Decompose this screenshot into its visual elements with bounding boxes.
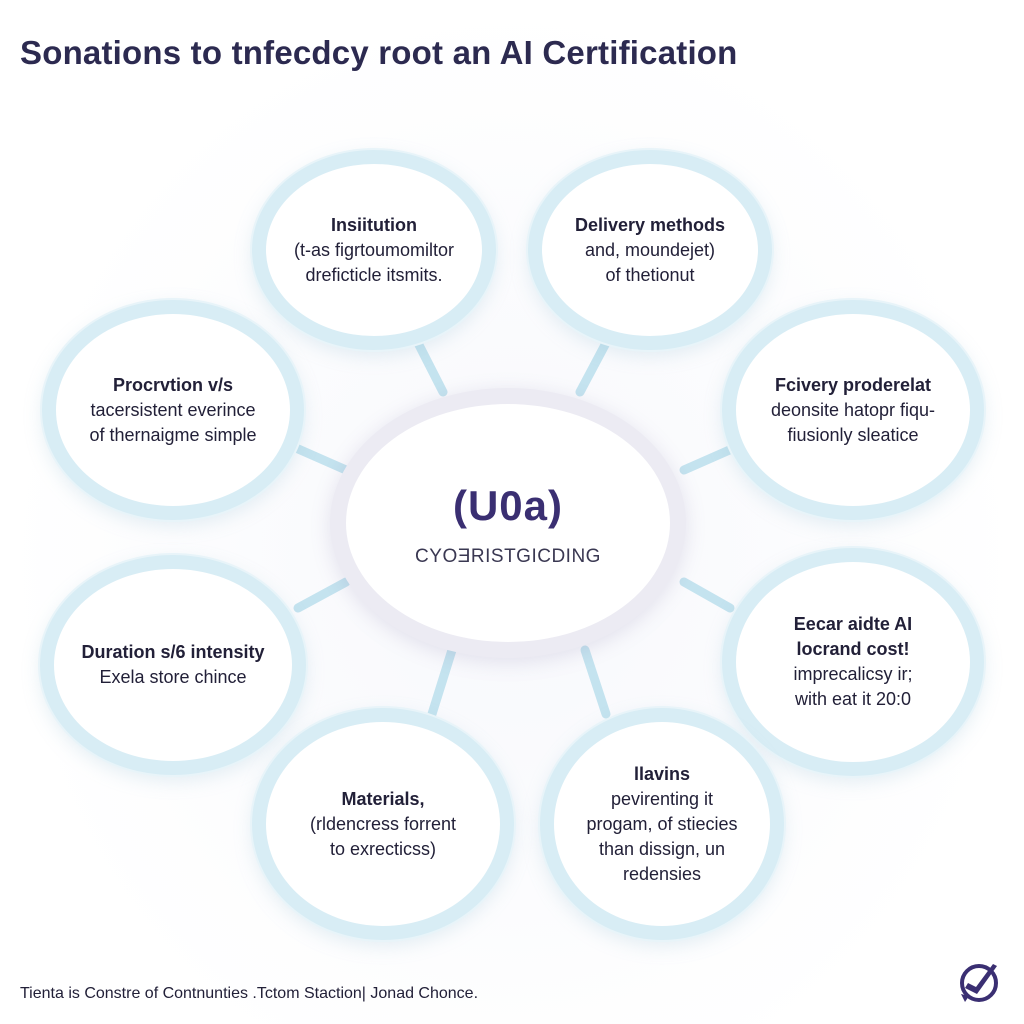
node-body: (t-as figrtoumomiltor dreficticle itsmit… — [293, 239, 455, 285]
node-body: and, moundejet) of thetionut — [584, 239, 716, 285]
diagram-title: Sonations to tnfecdcy root an AI Certifi… — [20, 34, 738, 71]
node-body: imprecalicsy ir; with eat it 20:0 — [793, 664, 913, 709]
node-heading: Delivery methods — [574, 214, 726, 235]
connector-llavins — [580, 645, 611, 719]
node-heading: Duration s/6 intensity — [81, 642, 265, 662]
node-procrvtion: Procrvtion v/s tacersistent everince of … — [42, 300, 304, 520]
connector-eecar — [679, 577, 735, 613]
center-subtitle: CYOƎRISTGICDING — [415, 546, 601, 567]
connector-procrvtion — [291, 443, 351, 475]
node-body: deonsite hatopr fiqu- fiusionly sleatice — [770, 399, 936, 445]
connector-duration — [293, 577, 351, 613]
node-insiitution: Insiitution (t-as figrtoumomiltor drefic… — [252, 150, 496, 350]
connector-insiitution — [413, 338, 448, 397]
node-delivery-methods: Delivery methods and, moundejet) of thet… — [528, 150, 772, 350]
node-heading: Materials, — [341, 788, 425, 809]
connector-materials — [427, 645, 457, 719]
node-heading: llavins — [633, 763, 691, 784]
node-body: (rldencress forrent to exrecticss) — [309, 813, 457, 859]
node-heading: Procrvtion v/s — [112, 374, 234, 395]
node-llavins: llavins pevirenting it progam, of stieci… — [540, 708, 784, 940]
checkmark-shield-icon — [960, 964, 998, 1002]
node-body: Exela store chince — [99, 667, 247, 687]
node-fcivery-proderelat: Fcivery proderelat deonsite hatopr fiqu-… — [722, 300, 984, 520]
node-eecar-aidte-ai: Eecar aidte AI locrand cost! imprecalics… — [722, 548, 984, 776]
connector-delivery-methods — [575, 338, 611, 397]
connector-fcivery — [679, 443, 739, 475]
footer-note: Tienta is Constre of Contnunties .Tctom … — [20, 985, 479, 1002]
center-logo: (U0a) — [452, 482, 564, 529]
node-materials: Materials, (rldencress forrent to exrect… — [252, 708, 514, 940]
node-body: pevirenting it progam, of stiecies than … — [586, 788, 738, 884]
node-heading: Fcivery proderelat — [774, 374, 932, 395]
node-body: tacersistent everince of thernaigme simp… — [89, 399, 257, 445]
center-hub: (U0a) CYOƎRISTGICDING — [330, 388, 686, 658]
node-heading: Eecar aidte AI locrand cost! — [793, 614, 913, 659]
node-heading: Insiitution — [331, 214, 417, 235]
node-duration-intensity: Duration s/6 intensity Exela store chinc… — [40, 555, 306, 775]
